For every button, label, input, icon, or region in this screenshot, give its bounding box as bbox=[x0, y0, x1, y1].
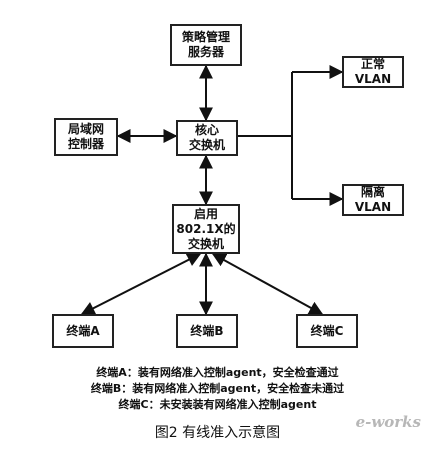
terminal-b-node: 终端B bbox=[176, 314, 238, 348]
core-switch-label-line-1: 核心 bbox=[194, 123, 219, 137]
core-switch-node: 核心 交换机 bbox=[176, 120, 238, 156]
normal-vlan-label: 正常VLAN bbox=[354, 57, 392, 86]
isolated-vlan-node: 隔离VLAN bbox=[342, 184, 404, 216]
legend-note-terminal-b: 终端B：装有网络准入控制agent，安全检查未通过 bbox=[90, 382, 345, 395]
8021x-switch-node: 启用 802.1X的 交换机 bbox=[172, 204, 240, 254]
8021x-switch-label-line-3: 交换机 bbox=[187, 236, 224, 251]
terminal-c-label: 终端C bbox=[310, 323, 344, 338]
figure-caption: 图2 有线准入示意图 bbox=[154, 425, 281, 441]
terminal-c-node: 终端C bbox=[296, 314, 358, 348]
normal-vlan-node: 正常VLAN bbox=[342, 56, 404, 88]
policy-server-node: 策略管理 服务器 bbox=[170, 24, 242, 66]
terminal-b-label: 终端B bbox=[190, 323, 224, 338]
isolated-vlan-label: 隔离VLAN bbox=[354, 185, 392, 214]
policy-server-label-line-1: 策略管理 bbox=[181, 30, 230, 44]
lan-controller-label-line-2: 控制器 bbox=[67, 137, 104, 151]
lan-controller-node: 局域网 控制器 bbox=[54, 118, 118, 156]
terminal-a-label: 终端A bbox=[66, 323, 100, 338]
link-8021x-terminal-c bbox=[211, 253, 324, 315]
core-switch-label-line-2: 交换机 bbox=[188, 138, 225, 152]
link-8021x-terminal-a bbox=[80, 253, 202, 315]
legend-note-terminal-a: 终端A：装有网络准入控制agent，安全检查通过 bbox=[96, 366, 339, 379]
lan-controller-label-line-1: 局域网 bbox=[67, 122, 104, 136]
terminal-a-node: 终端A bbox=[52, 314, 114, 348]
8021x-switch-label-line-1: 启用 bbox=[193, 206, 218, 221]
policy-server-label-line-2: 服务器 bbox=[187, 45, 224, 59]
8021x-switch-label-line-2: 802.1X的 bbox=[176, 221, 236, 236]
watermark-logo: e-works bbox=[355, 413, 421, 431]
legend-note-terminal-c: 终端C：未安装装有网络准入控制agent bbox=[118, 398, 317, 411]
